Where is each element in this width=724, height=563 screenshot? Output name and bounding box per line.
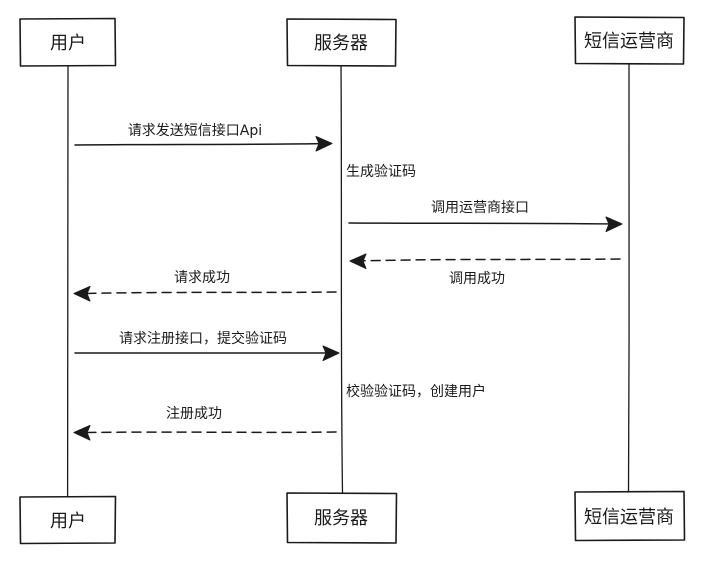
participant-box-server-top: 服务器 (286, 18, 397, 67)
message-6: 注册成功 (73, 406, 337, 441)
participant-box-server-bottom: 服务器 (286, 492, 398, 544)
participant-box-sms-top: 短信运营商 (574, 16, 685, 65)
participant-label-server: 服务器 (314, 33, 368, 54)
lifeline-server (340, 65, 344, 494)
participant-box-sms-bottom: 短信运营商 (574, 490, 686, 542)
note-2-label: 校验验证码，创建用户 (346, 383, 486, 400)
participant-box-user-top: 用户 (19, 17, 117, 67)
participant-label-server-bottom: 服务器 (314, 508, 368, 529)
lifeline-sms (627, 63, 630, 493)
message-2: 调用运营商接口 (348, 199, 623, 232)
message-1: 请求发送短信接口Api (74, 122, 333, 152)
message-2-line (348, 222, 621, 225)
message-6-arrowhead (73, 425, 91, 441)
message-3-label: 调用成功 (449, 271, 505, 287)
message-1-line (74, 142, 331, 146)
message-4-line (84, 291, 337, 295)
participant-box-user-bottom: 用户 (19, 495, 117, 545)
message-5-label: 请求注册接口，提交验证码 (119, 330, 287, 347)
note-1-label: 生成验证码 (346, 164, 416, 180)
message-1-label: 请求发送短信接口Api (128, 122, 262, 139)
message-3-line (355, 258, 621, 262)
participant-label-sms: 短信运营商 (584, 31, 674, 52)
message-1-arrowhead (315, 136, 333, 152)
message-6-line (84, 431, 337, 434)
participant-label-sms-bottom: 短信运营商 (584, 507, 674, 528)
message-3: 调用成功 (349, 253, 621, 287)
message-4-arrowhead (73, 286, 91, 302)
participant-label-user-bottom: 用户 (50, 511, 86, 532)
message-5: 请求注册接口，提交验证码 (74, 330, 340, 361)
message-4-label: 请求成功 (174, 270, 230, 286)
message-5-arrowhead (322, 345, 340, 361)
message-6-label: 注册成功 (166, 406, 222, 422)
message-2-arrowhead (605, 216, 623, 232)
message-4: 请求成功 (73, 270, 337, 302)
participant-label-user: 用户 (50, 33, 86, 54)
message-2-label: 调用运营商接口 (431, 199, 529, 216)
message-3-arrowhead (349, 253, 367, 269)
